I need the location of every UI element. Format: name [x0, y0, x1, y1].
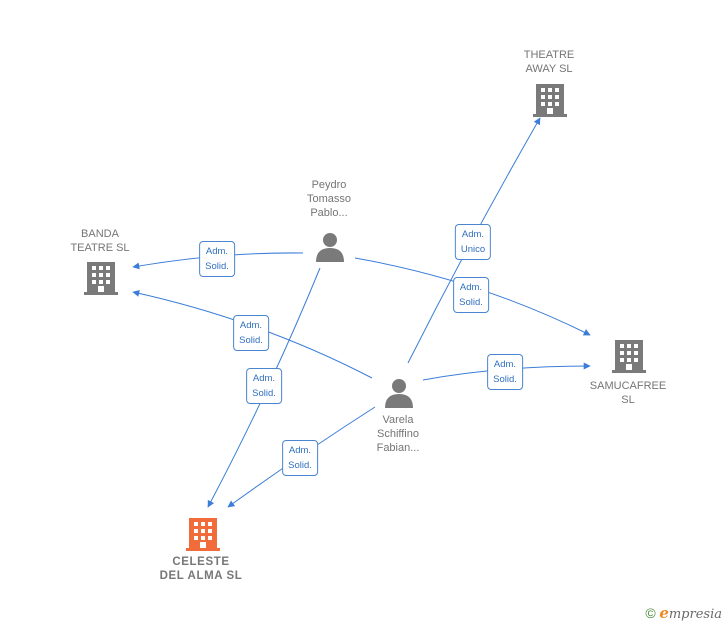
edge-label-varela-theatre[interactable]: Adm. Unico: [454, 224, 492, 260]
edge-label-line2: Solid.: [288, 460, 312, 471]
person-icon[interactable]: [316, 233, 344, 262]
edge-label-peydro-banda[interactable]: Adm. Solid.: [199, 241, 235, 277]
edge-label-line1: Adm.: [239, 320, 263, 331]
edge-label-line2: Solid.: [493, 374, 517, 385]
node-label-banda-teatre[interactable]: BANDA TEATRE SL: [70, 228, 130, 254]
edge-label-peydro-samucafree[interactable]: Adm. Solid.: [453, 277, 489, 313]
edge-label-line1: Adm.: [205, 246, 229, 257]
edge-label-line1: Adm.: [252, 373, 276, 384]
building-icon[interactable]: [186, 518, 220, 551]
brand-logo: empresia: [659, 604, 722, 622]
building-icon[interactable]: [612, 340, 646, 373]
edge-label-line1: Adm.: [461, 229, 485, 240]
edge-label-varela-banda[interactable]: Adm. Solid.: [233, 315, 269, 351]
node-label-theatre-away[interactable]: THEATRE AWAY SL: [523, 49, 575, 75]
edge-label-line2: Solid.: [252, 388, 276, 399]
node-label-samucafree[interactable]: SAMUCAFREE SL: [589, 380, 667, 406]
node-label-peydro[interactable]: Peydro Tomasso Pablo...: [306, 179, 352, 219]
person-icon[interactable]: [385, 379, 413, 408]
node-label-celeste[interactable]: CELESTE DEL ALMA SL: [159, 556, 243, 582]
edge-label-peydro-celeste[interactable]: Adm. Solid.: [246, 368, 282, 404]
edge-label-line1: Adm.: [493, 359, 517, 370]
edge-label-varela-samucafree[interactable]: Adm. Solid.: [487, 354, 523, 390]
node-label-varela[interactable]: Varela Schiffino Fabian...: [376, 414, 420, 454]
edge-label-line2: Unico: [460, 244, 486, 255]
edge-label-line2: Solid.: [239, 335, 263, 346]
building-icon[interactable]: [533, 84, 567, 117]
copyright-icon: ©: [645, 605, 656, 621]
edge-label-line2: Solid.: [459, 297, 483, 308]
edge-label-line1: Adm.: [459, 282, 483, 293]
edge-label-line1: Adm.: [288, 445, 312, 456]
footer-brand: © empresia: [645, 604, 722, 622]
building-icon[interactable]: [84, 262, 118, 295]
edge-label-line2: Solid.: [205, 261, 229, 272]
edge-label-varela-celeste[interactable]: Adm. Solid.: [282, 440, 318, 476]
